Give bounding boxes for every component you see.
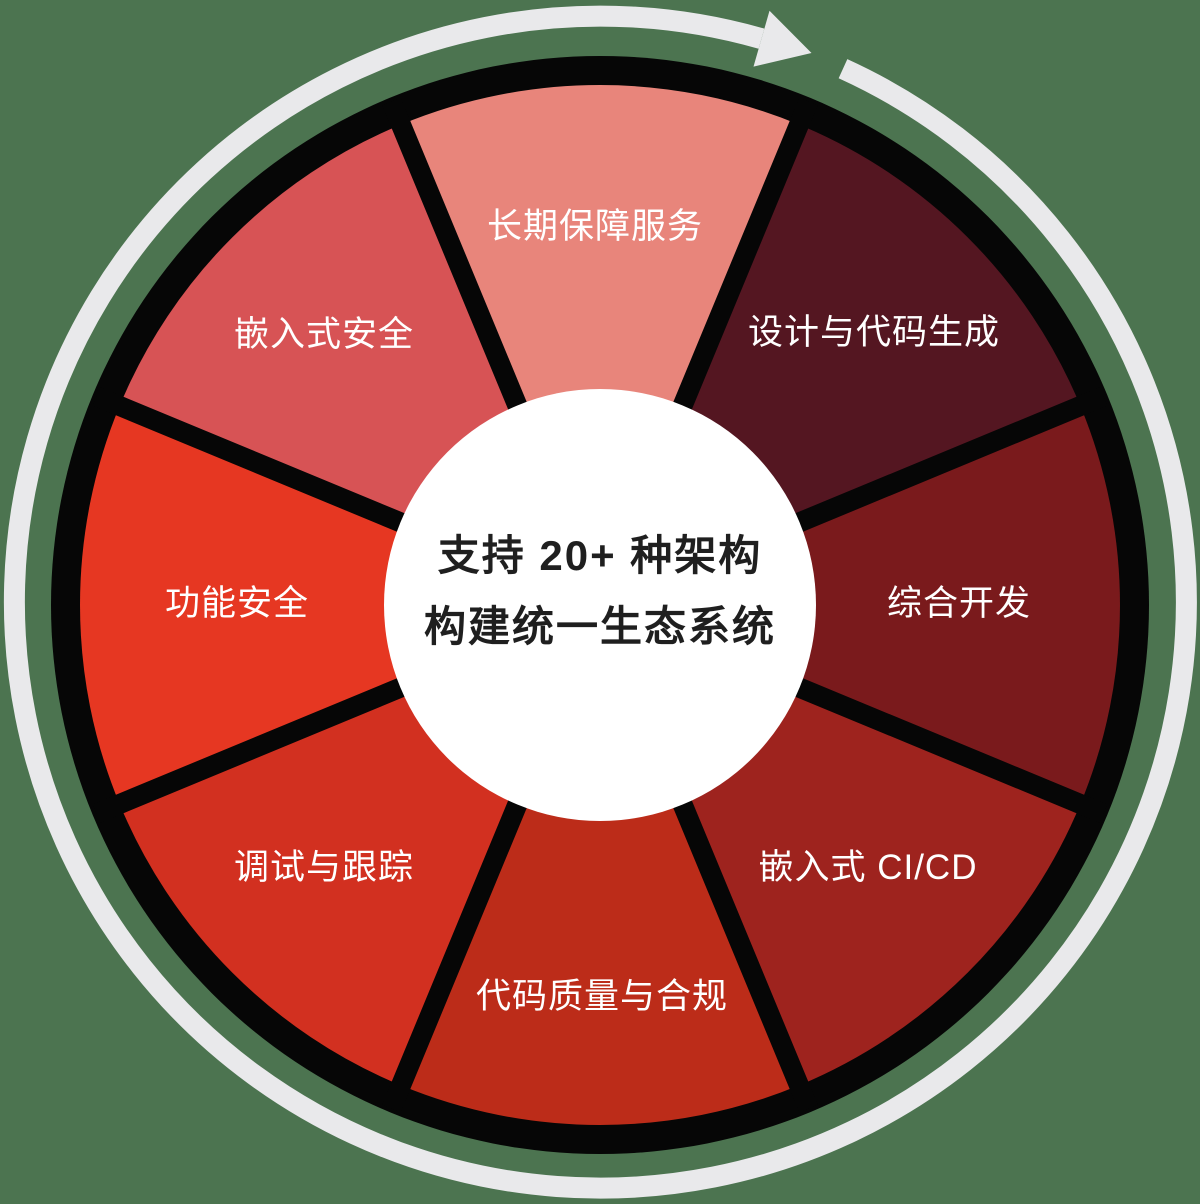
center-title-line2: 构建统一生态系统 [424,603,776,650]
segment-functional-safety-label: 功能安全 [165,584,309,623]
center-title-line1: 支持 20+ 种架构 [438,532,763,579]
segment-integrated-development [600,406,1120,804]
cycle-ring [3,5,1197,1199]
segment-code-quality-and-compliance-label: 代码质量与合规 [476,977,728,1016]
segment-long-term-support-service [401,85,799,606]
segment-embedded-security-label: 嵌入式安全 [234,315,414,354]
clockwise-arrow-icon [753,10,812,67]
segment-design-and-code-generation-label: 设计与代码生成 [748,313,1000,352]
center-circle [384,389,816,821]
segment-divider-lines [92,97,1108,1113]
segment-integrated-development-label: 综合开发 [887,584,1031,623]
segment-code-quality-and-compliance [401,605,799,1125]
segment-functional-safety [80,406,600,804]
segment-debug-and-trace-label: 调试与跟踪 [234,848,414,887]
segment-long-term-support-service-label: 长期保障服务 [487,207,703,246]
segment-embedded-ci-cd-label: 嵌入式 CI/CD [758,848,977,887]
